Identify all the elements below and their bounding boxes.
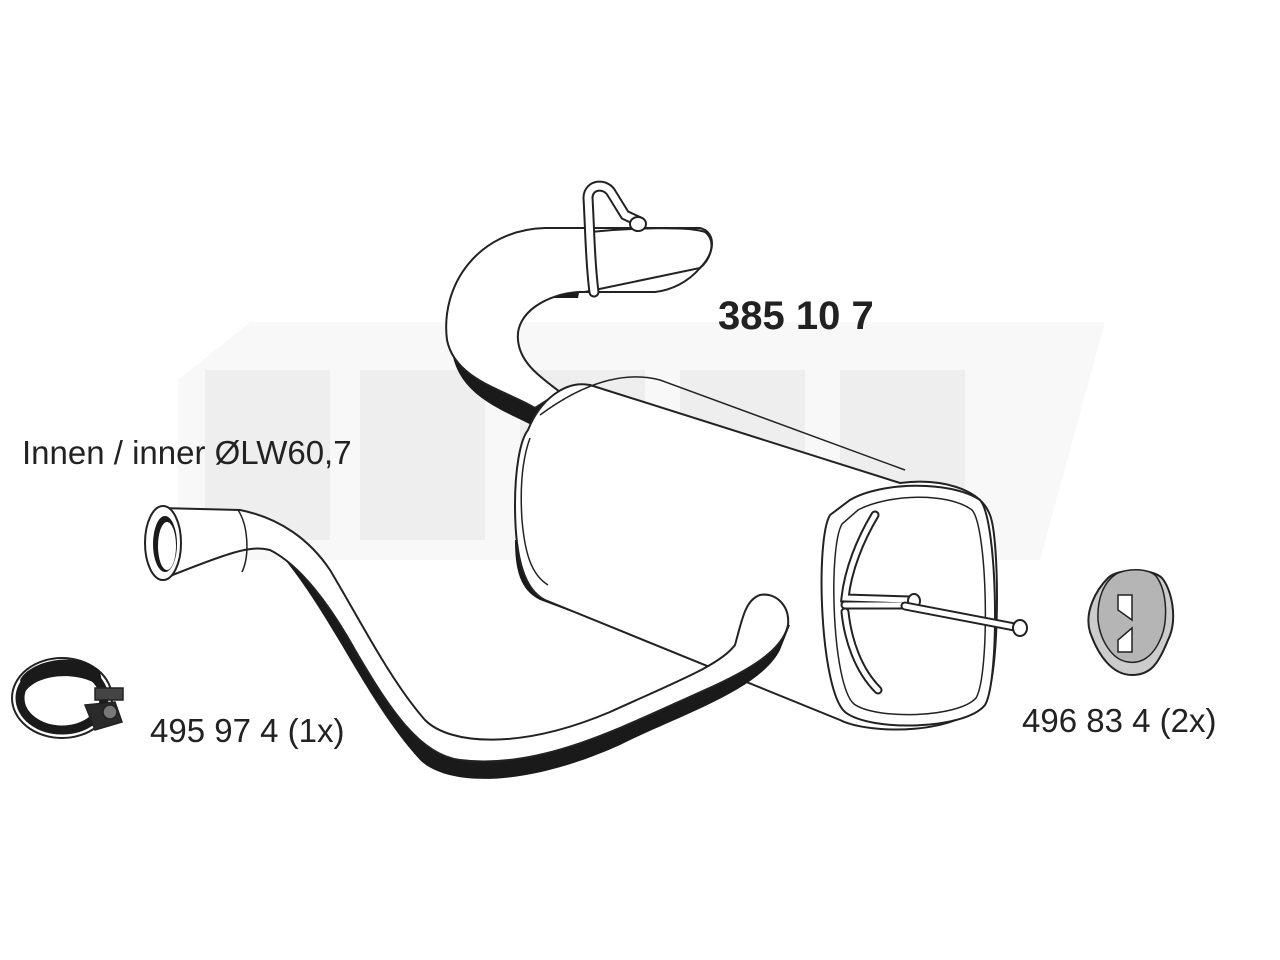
clamp-part-label: 495 97 4 (1x) bbox=[150, 712, 345, 749]
inner-diameter-label: Innen / inner ØLW60,7 bbox=[22, 434, 352, 471]
rubber-hanger-icon bbox=[1087, 569, 1175, 677]
inlet-pipe bbox=[159, 507, 790, 763]
clamp-icon bbox=[11, 657, 124, 739]
hanger-part-label: 496 83 4 (2x) bbox=[1022, 702, 1217, 739]
part-number: 385 10 7 bbox=[718, 294, 874, 338]
outlet-tip bbox=[584, 227, 713, 293]
